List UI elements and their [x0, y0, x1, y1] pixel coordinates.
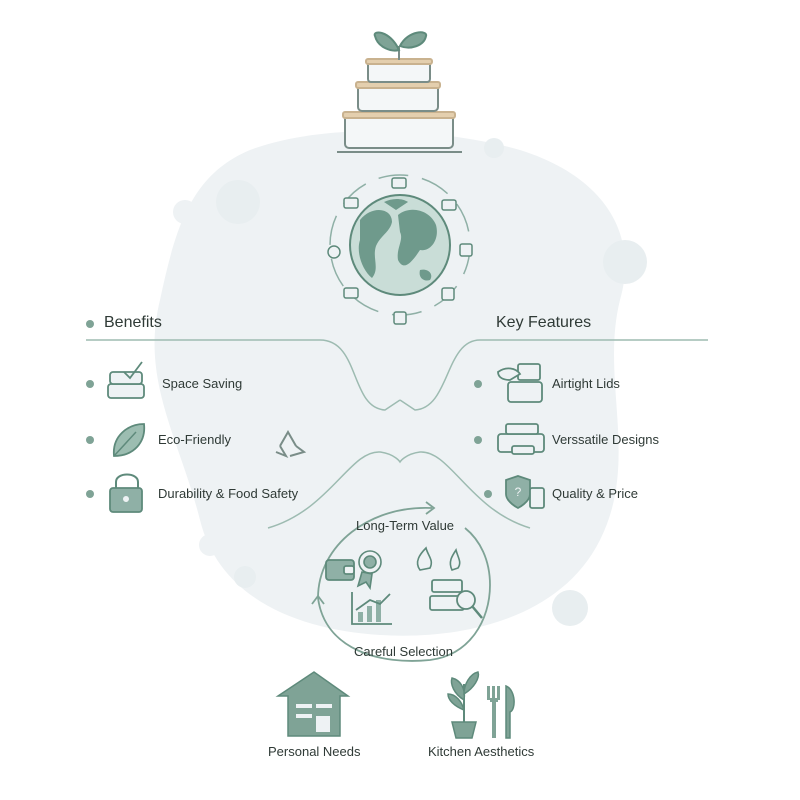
- cycle-lower-arc: [317, 527, 491, 662]
- cycle-upper-arc: [317, 507, 433, 599]
- bubble: [603, 240, 647, 284]
- hand-sealing-lid-icon: [497, 363, 543, 403]
- leaf-icon: [113, 423, 146, 457]
- padlock-icon: [109, 473, 143, 513]
- list-bullet: [86, 436, 94, 444]
- background-blob: [154, 131, 626, 636]
- bubble: [552, 590, 588, 626]
- cycle-upper-curve: [267, 451, 531, 529]
- list-bullet: [474, 436, 482, 444]
- benefit-space-saving: Space Saving: [162, 376, 243, 391]
- growth-chart-icon: [351, 592, 392, 625]
- containers-magnifier-icon: [429, 579, 483, 619]
- recycle-icon: [275, 429, 307, 459]
- benefits-heading-dot: [86, 320, 94, 328]
- benefits-heading: Benefits: [104, 314, 162, 331]
- cycle-arrow-head: [311, 594, 325, 605]
- cycle-arrow-head: [425, 501, 436, 515]
- container-set-icon: [497, 423, 545, 455]
- house-shelves-icon: [275, 671, 351, 737]
- benefit-eco-friendly: Eco-Friendly: [158, 432, 231, 447]
- key-features-heading: Key Features: [496, 314, 592, 331]
- stacked-containers-sprout-icon: [337, 31, 462, 153]
- list-bullet: [474, 380, 482, 388]
- feature-airtight-lids: Airtight Lids: [552, 376, 620, 391]
- wallet-icon: [325, 559, 355, 581]
- earth-globe-icon: [329, 174, 471, 316]
- bubble: [199, 534, 221, 556]
- list-bullet: [86, 490, 94, 498]
- flame-icon: [416, 546, 461, 571]
- shield-price-tag-icon: ?: [505, 475, 545, 510]
- bubble: [234, 566, 256, 588]
- bubble: [216, 180, 260, 224]
- bubble: [173, 200, 197, 224]
- feature-versatile-designs: Verssatile Designs: [552, 432, 659, 447]
- kitchen-aesthetics-label: Kitchen Aesthetics: [428, 744, 535, 759]
- feature-quality-price: Quality & Price: [552, 486, 638, 501]
- cycle-top-label: Long-Term Value: [356, 518, 455, 533]
- orbit-icons: [327, 177, 473, 325]
- cycle-bottom-label: Careful Selection: [354, 644, 453, 659]
- features-divider: [399, 339, 708, 411]
- personal-needs-label: Personal Needs: [268, 744, 361, 759]
- list-bullet: [484, 490, 492, 498]
- benefit-durability: Durability & Food Safety: [158, 486, 299, 501]
- plant-fork-knife-icon: [447, 671, 515, 739]
- benefits-divider: [86, 339, 401, 411]
- award-badge-icon: [356, 550, 382, 591]
- bubble: [484, 138, 504, 158]
- space-saving-icon: [107, 361, 145, 399]
- svg-text:?: ?: [515, 485, 522, 499]
- list-bullet: [86, 380, 94, 388]
